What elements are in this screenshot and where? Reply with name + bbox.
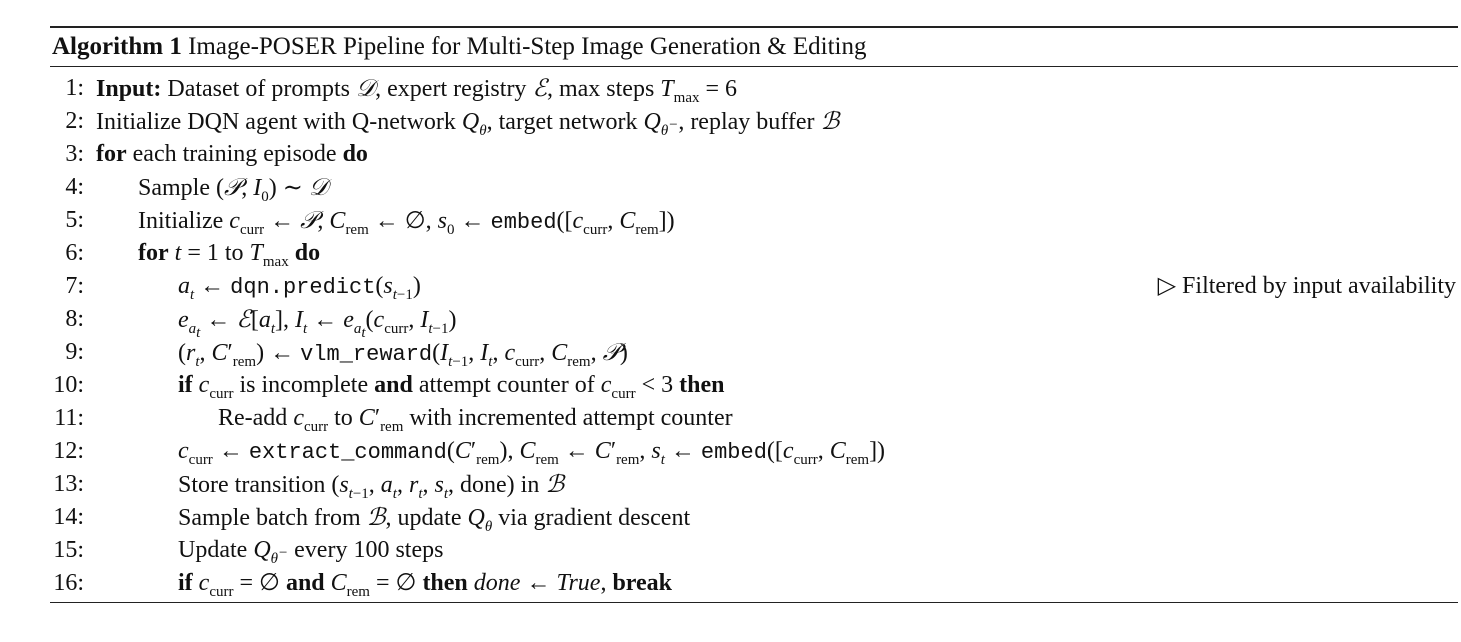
algorithm-line-14: 14: Sample batch from ℬ, update Qθ via g… xyxy=(50,501,1458,534)
line-number: 3: xyxy=(65,141,84,167)
algorithm-line-15: 15: Update Qθ− every 100 steps xyxy=(50,534,1458,567)
algorithm-caption: Algorithm 1 Image-POSER Pipeline for Mul… xyxy=(50,28,1458,66)
algorithm-line-13: 13: Store transition (st−1, at, rt, st, … xyxy=(50,468,1458,501)
line-text: for t = 1 to Tmax do xyxy=(138,240,321,270)
algorithm-line-16: 16: if ccurr = ∅ and Crem = ∅ then done … xyxy=(50,567,1458,600)
line-number: 14: xyxy=(53,504,84,530)
line-text: Sample (𝒫, I0) ∼ 𝒟 xyxy=(138,173,329,205)
algorithm-line-5: 5: Initialize ccurr ← 𝒫, Crem ← ∅, s0 ← … xyxy=(50,204,1458,237)
line-number: 4: xyxy=(65,174,84,200)
algorithm-line-12: 12: ccurr ← extract_command(C′rem), Crem… xyxy=(50,435,1458,468)
algorithm-line-11: 11: Re-add ccurr to C′rem with increment… xyxy=(50,402,1458,435)
line-text: eat ← ℰ[at], It ← eat(ccurr, It−1) xyxy=(178,305,457,341)
line-number: 8: xyxy=(65,306,84,332)
algorithm-line-8: 8: eat ← ℰ[at], It ← eat(ccurr, It−1) xyxy=(50,303,1458,341)
line-text: Input: Dataset of prompts 𝒟, expert regi… xyxy=(96,74,738,106)
line-number: 7: xyxy=(65,273,84,299)
line-text: Initialize DQN agent with Q-network Qθ, … xyxy=(96,107,840,139)
line-number: 13: xyxy=(53,471,84,497)
line-text: (rt, C′rem) ← vlm_reward(It−1, It, ccurr… xyxy=(178,338,628,370)
line-text: Sample batch from ℬ, update Qθ via gradi… xyxy=(178,503,691,535)
line-number: 10: xyxy=(53,372,84,398)
line-number: 16: xyxy=(53,570,84,596)
algorithm-line-9: 9: (rt, C′rem) ← vlm_reward(It−1, It, cc… xyxy=(50,336,1458,369)
algorithm-title: Image-POSER Pipeline for Multi-Step Imag… xyxy=(188,33,867,60)
line-number: 1: xyxy=(65,75,84,101)
top-rule xyxy=(50,26,1458,28)
line-text: at ← dqn.predict(st−1) xyxy=(178,273,421,303)
algorithm-line-3: 3: for each training episode do xyxy=(50,138,1458,171)
caption-rule xyxy=(50,66,1458,67)
bottom-rule xyxy=(50,602,1458,603)
line-number: 9: xyxy=(65,339,84,365)
algorithm-line-10: 10: if ccurr is incomplete and attempt c… xyxy=(50,369,1458,402)
line-number: 5: xyxy=(65,207,84,233)
line-comment: ▷ Filtered by input availability xyxy=(1157,273,1456,299)
line-number: 15: xyxy=(53,537,84,563)
algorithm-lines: 1: Input: Dataset of prompts 𝒟, expert r… xyxy=(50,67,1458,600)
algorithm-label: Algorithm 1 xyxy=(52,33,182,60)
algorithm-line-7: 7: at ← dqn.predict(st−1) ▷ Filtered by … xyxy=(50,270,1458,303)
algorithm-block: Algorithm 1 Image-POSER Pipeline for Mul… xyxy=(50,26,1458,603)
line-number: 6: xyxy=(65,240,84,266)
line-number: 12: xyxy=(53,438,84,464)
line-number: 11: xyxy=(54,405,84,431)
line-text: Store transition (st−1, at, rt, st, done… xyxy=(178,470,565,502)
line-text: if ccurr = ∅ and Crem = ∅ then done ← Tr… xyxy=(178,570,673,600)
algorithm-line-2: 2: Initialize DQN agent with Q-network Q… xyxy=(50,105,1458,138)
line-text: if ccurr is incomplete and attempt count… xyxy=(178,372,725,402)
line-text: Re-add ccurr to C′rem with incremented a… xyxy=(218,405,733,435)
line-text: for each training episode do xyxy=(96,141,368,167)
line-text: Update Qθ− every 100 steps xyxy=(178,537,444,567)
algorithm-line-1: 1: Input: Dataset of prompts 𝒟, expert r… xyxy=(50,72,1458,105)
line-text: ccurr ← extract_command(C′rem), Crem ← C… xyxy=(178,438,886,468)
line-text: Initialize ccurr ← 𝒫, Crem ← ∅, s0 ← emb… xyxy=(138,206,675,238)
algorithm-line-4: 4: Sample (𝒫, I0) ∼ 𝒟 xyxy=(50,171,1458,204)
line-number: 2: xyxy=(65,108,84,134)
algorithm-line-6: 6: for t = 1 to Tmax do xyxy=(50,237,1458,270)
